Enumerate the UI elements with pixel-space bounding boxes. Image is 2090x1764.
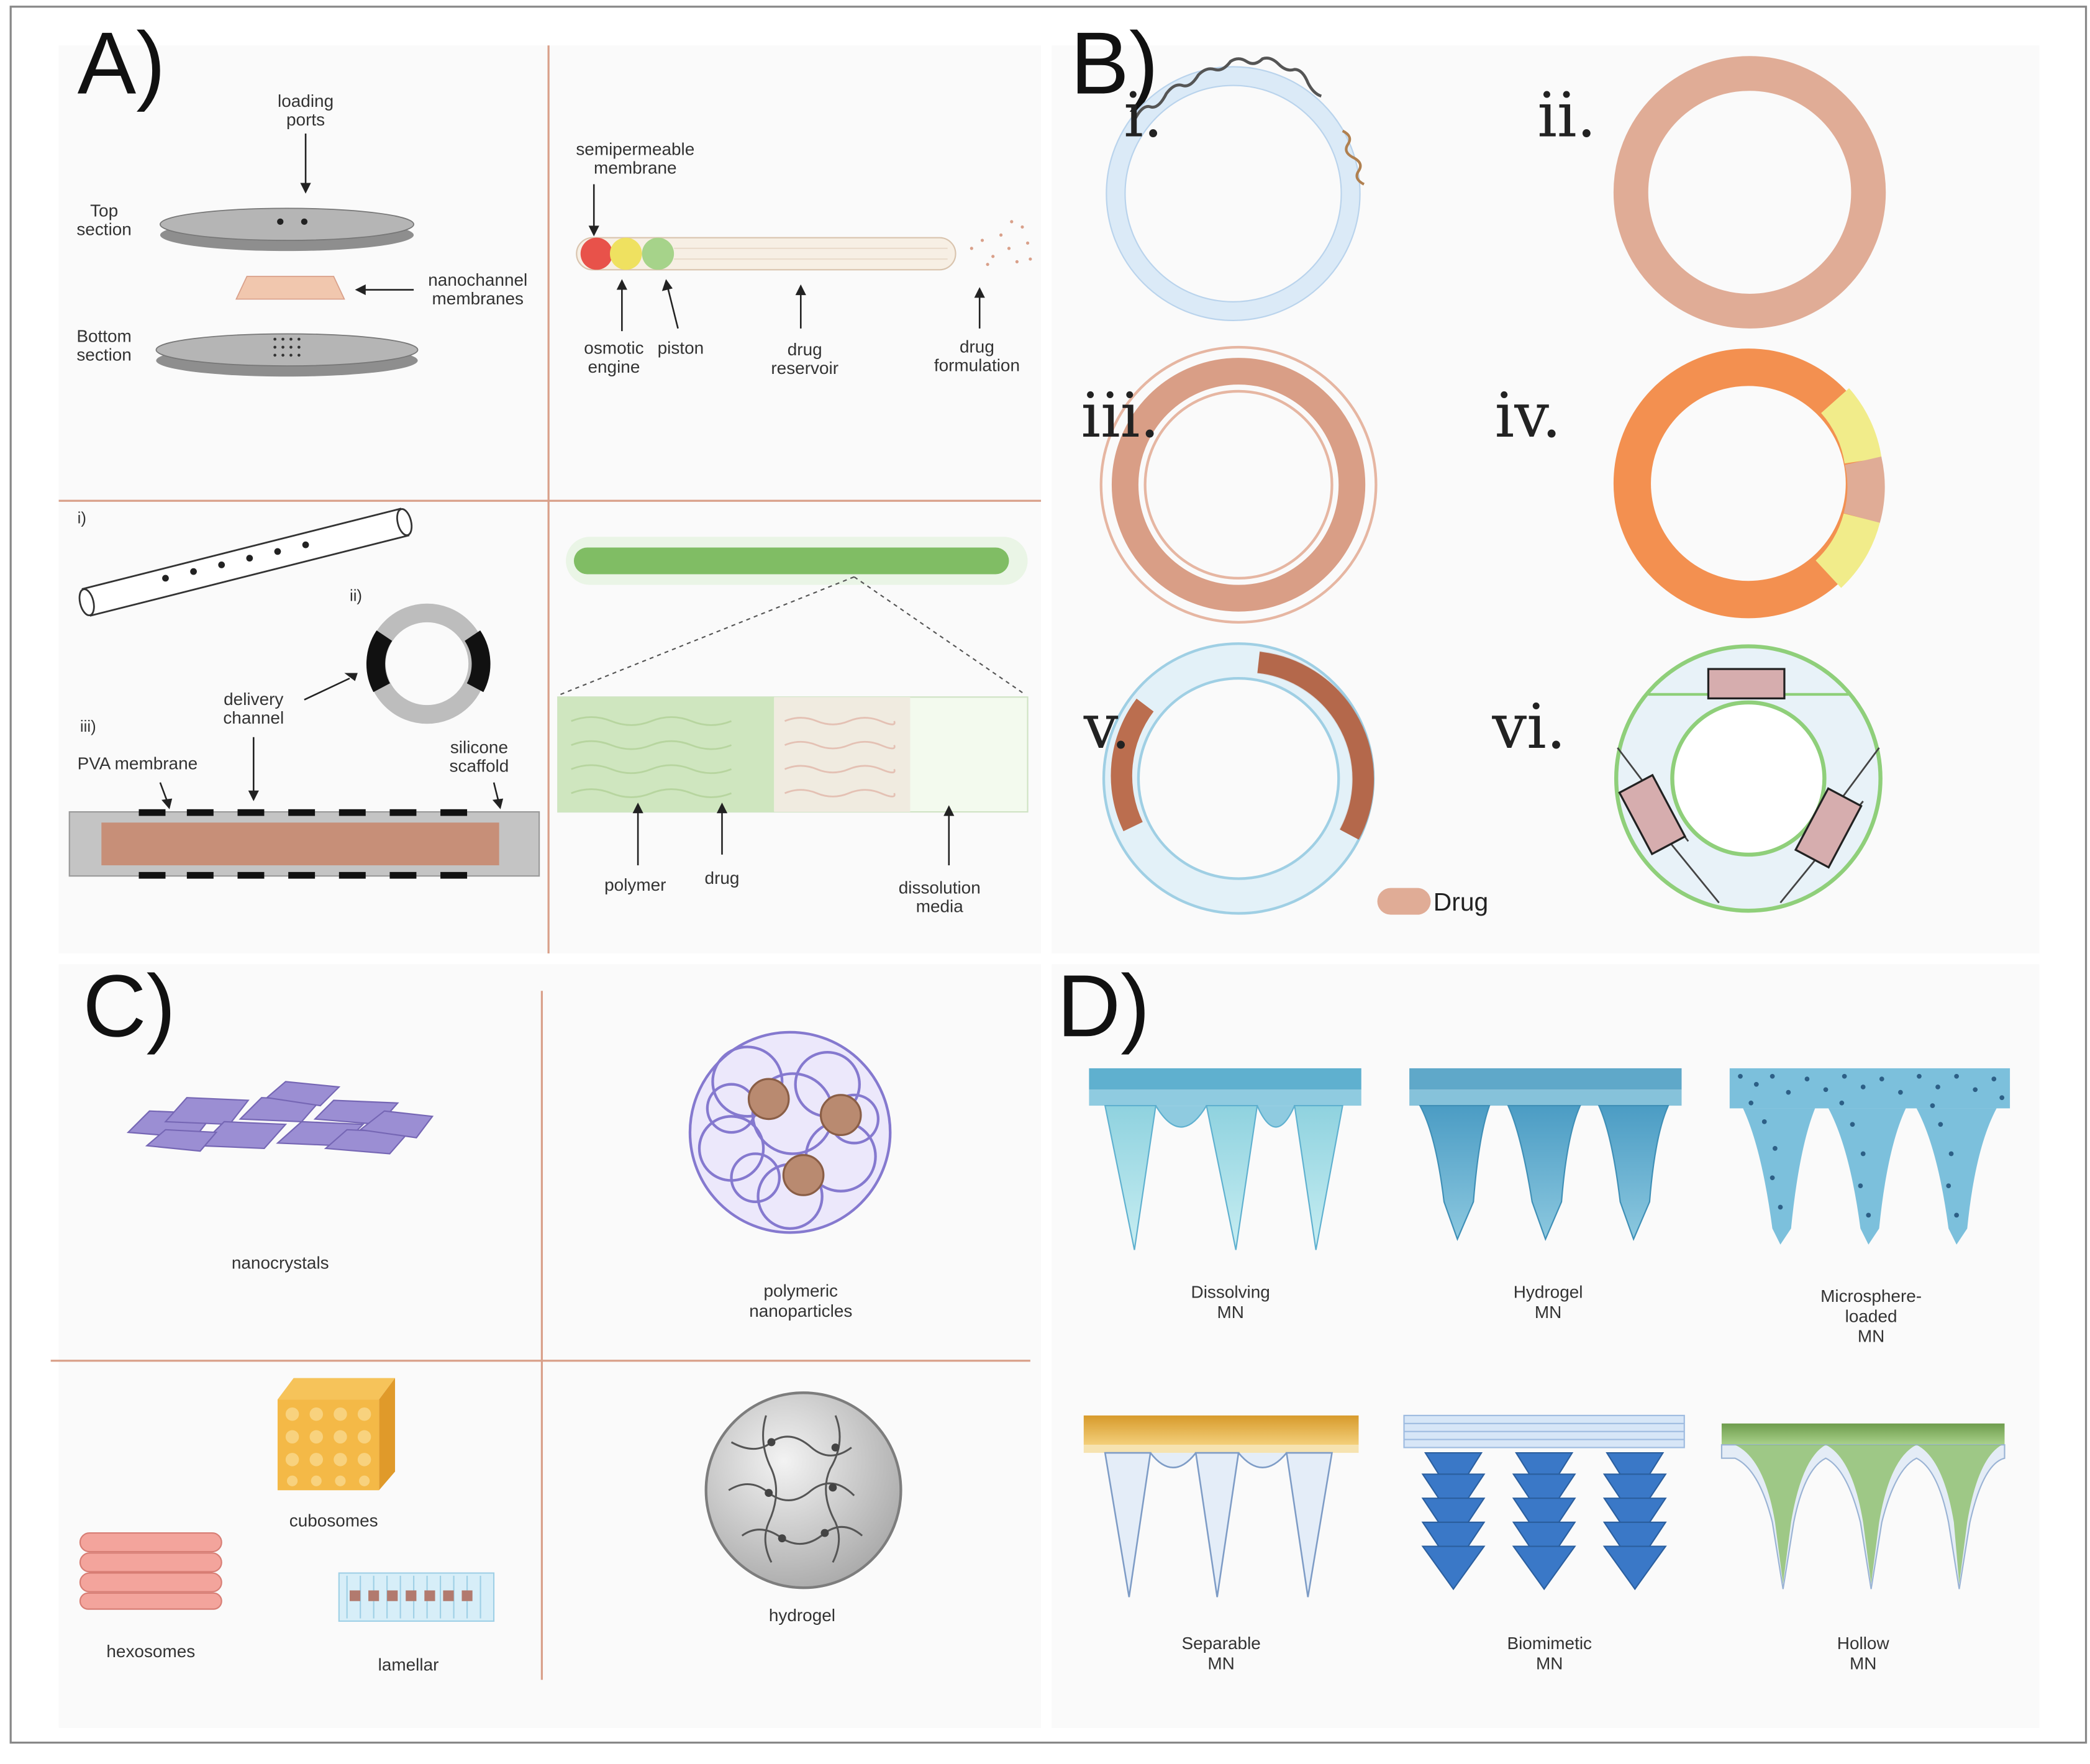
ring-vi-label: vi. [1491,691,1566,763]
dissolution-label-1: dissolution [899,878,981,897]
hollow-label-2: MN [1850,1653,1876,1673]
osmotic-pump: semipermeable membrane osmotic [576,139,1032,378]
delivery-channel-label-1: delivery [224,689,283,709]
cubosomes-illustration [277,1378,396,1491]
cubosomes-label: cubosomes [289,1511,378,1530]
hydrogel-mn [1409,1068,1682,1242]
top-section-label-1: Top [90,201,118,220]
biomimetic-mn [1403,1414,1685,1591]
polymeric-np-illustration [688,1030,892,1234]
ring-i: i. [1106,57,1365,322]
dissolving-label-2: MN [1217,1303,1243,1322]
semipermeable-label-2: membrane [594,158,677,177]
ring-v: v. [1083,642,1375,915]
pva-label: PVA membrane [78,753,198,773]
nanocrystals-label: nanocrystals [232,1253,329,1272]
nanochannel-device: loading ports Top section nanochannel me… [76,91,527,377]
nanochannel-label-1: nanochannel [428,270,527,289]
silicone-label-2: scaffold [450,757,509,776]
panel-c: C) nanocrystals polym [50,957,1042,1728]
hexosomes-label: hexosomes [106,1642,195,1661]
legend: Drug [1377,888,1488,916]
microsphere-label-1: Microsphere- [1820,1286,1922,1306]
bottom-section-label-2: section [76,345,132,364]
microsphere-label-2: loaded [1845,1306,1897,1325]
bottom-section-label-1: Bottom [76,326,131,345]
drug-label: drug [705,868,740,888]
panel-c-label: C) [83,957,176,1055]
polymer-label: polymer [604,875,666,894]
roman-iii-label: iii) [80,718,96,735]
ring-v-label: v. [1083,691,1131,763]
polymer-implant: polymer drug dissolution media [557,537,1029,916]
drug-formulation-label-2: formulation [934,356,1020,375]
panel-b: B) i. ii. iii. iv. [1052,14,2040,954]
hexosomes-illustration [79,1532,222,1610]
roman-ii-label: ii) [350,587,362,604]
ring-ii: ii. [1537,56,1886,329]
drug-formulation-label-1: drug [960,337,994,357]
nanochannel-label-2: membranes [432,289,524,308]
panel-d: D) Dissolving MN Hydrogel MN [1052,957,2040,1728]
loading-ports-label-1: loading [278,91,334,111]
microsphere-mn [1729,1068,2010,1245]
hydrogel-label: hydrogel [769,1606,835,1625]
microsphere-label-3: MN [1858,1327,1884,1346]
ring-iii-label: iii. [1081,380,1160,452]
osmotic-label-1: osmotic [584,339,643,358]
panel-d-label: D) [1057,957,1150,1055]
semipermeable-label-1: semipermeable [576,139,694,158]
drug-reservoir-label-2: reservoir [771,358,838,378]
legend-label: Drug [1433,888,1488,916]
dissolution-label-2: media [916,896,964,916]
osmotic-label-2: engine [588,357,640,376]
ring-i-label: i. [1124,80,1163,151]
silicone-label-1: silicone [450,738,508,757]
ring-iv-label: iv. [1495,380,1561,452]
ring-vi: vi. [1491,644,1883,913]
hydrogel-mn-label-1: Hydrogel [1514,1283,1583,1302]
legend-swatch [1377,888,1431,915]
hollow-label-1: Hollow [1837,1634,1890,1653]
ring-ii-label: ii. [1537,80,1596,151]
hydrogel-mn-label-2: MN [1535,1303,1561,1322]
lamellar-illustration [338,1572,495,1622]
separable-label-1: Separable [1181,1634,1260,1653]
hollow-mn [1720,1423,2006,1589]
hydrogel-illustration [704,1391,902,1589]
ring-iv: iv. [1495,348,1885,619]
nanocrystals-illustration [126,1081,434,1155]
roman-i-label: i) [78,510,86,527]
panel-a: A) loading ports Top section nanochannel… [58,14,1042,954]
tube-implant: i) ii) delivery channel iii) PVA membran… [68,507,540,879]
separable-label-2: MN [1207,1653,1234,1673]
lamellar-label: lamellar [378,1655,439,1675]
drug-reservoir-label-1: drug [788,340,822,359]
top-section-label-2: section [76,219,132,239]
biomimetic-label-1: Biomimetic [1507,1634,1592,1653]
polymeric-label-2: nanoparticles [749,1301,852,1321]
dissolving-label-1: Dissolving [1191,1283,1270,1302]
polymeric-label-1: polymeric [764,1281,838,1301]
loading-ports-label-2: ports [286,110,325,129]
separable-mn [1083,1415,1359,1598]
dissolving-mn [1089,1068,1361,1250]
panel-a-label: A) [78,14,166,112]
piston-label: piston [658,339,704,358]
delivery-channel-label-2: channel [223,708,284,727]
panel-b-label: B) [1070,14,1158,112]
biomimetic-label-2: MN [1536,1653,1563,1673]
ring-iii: iii. [1081,345,1378,624]
